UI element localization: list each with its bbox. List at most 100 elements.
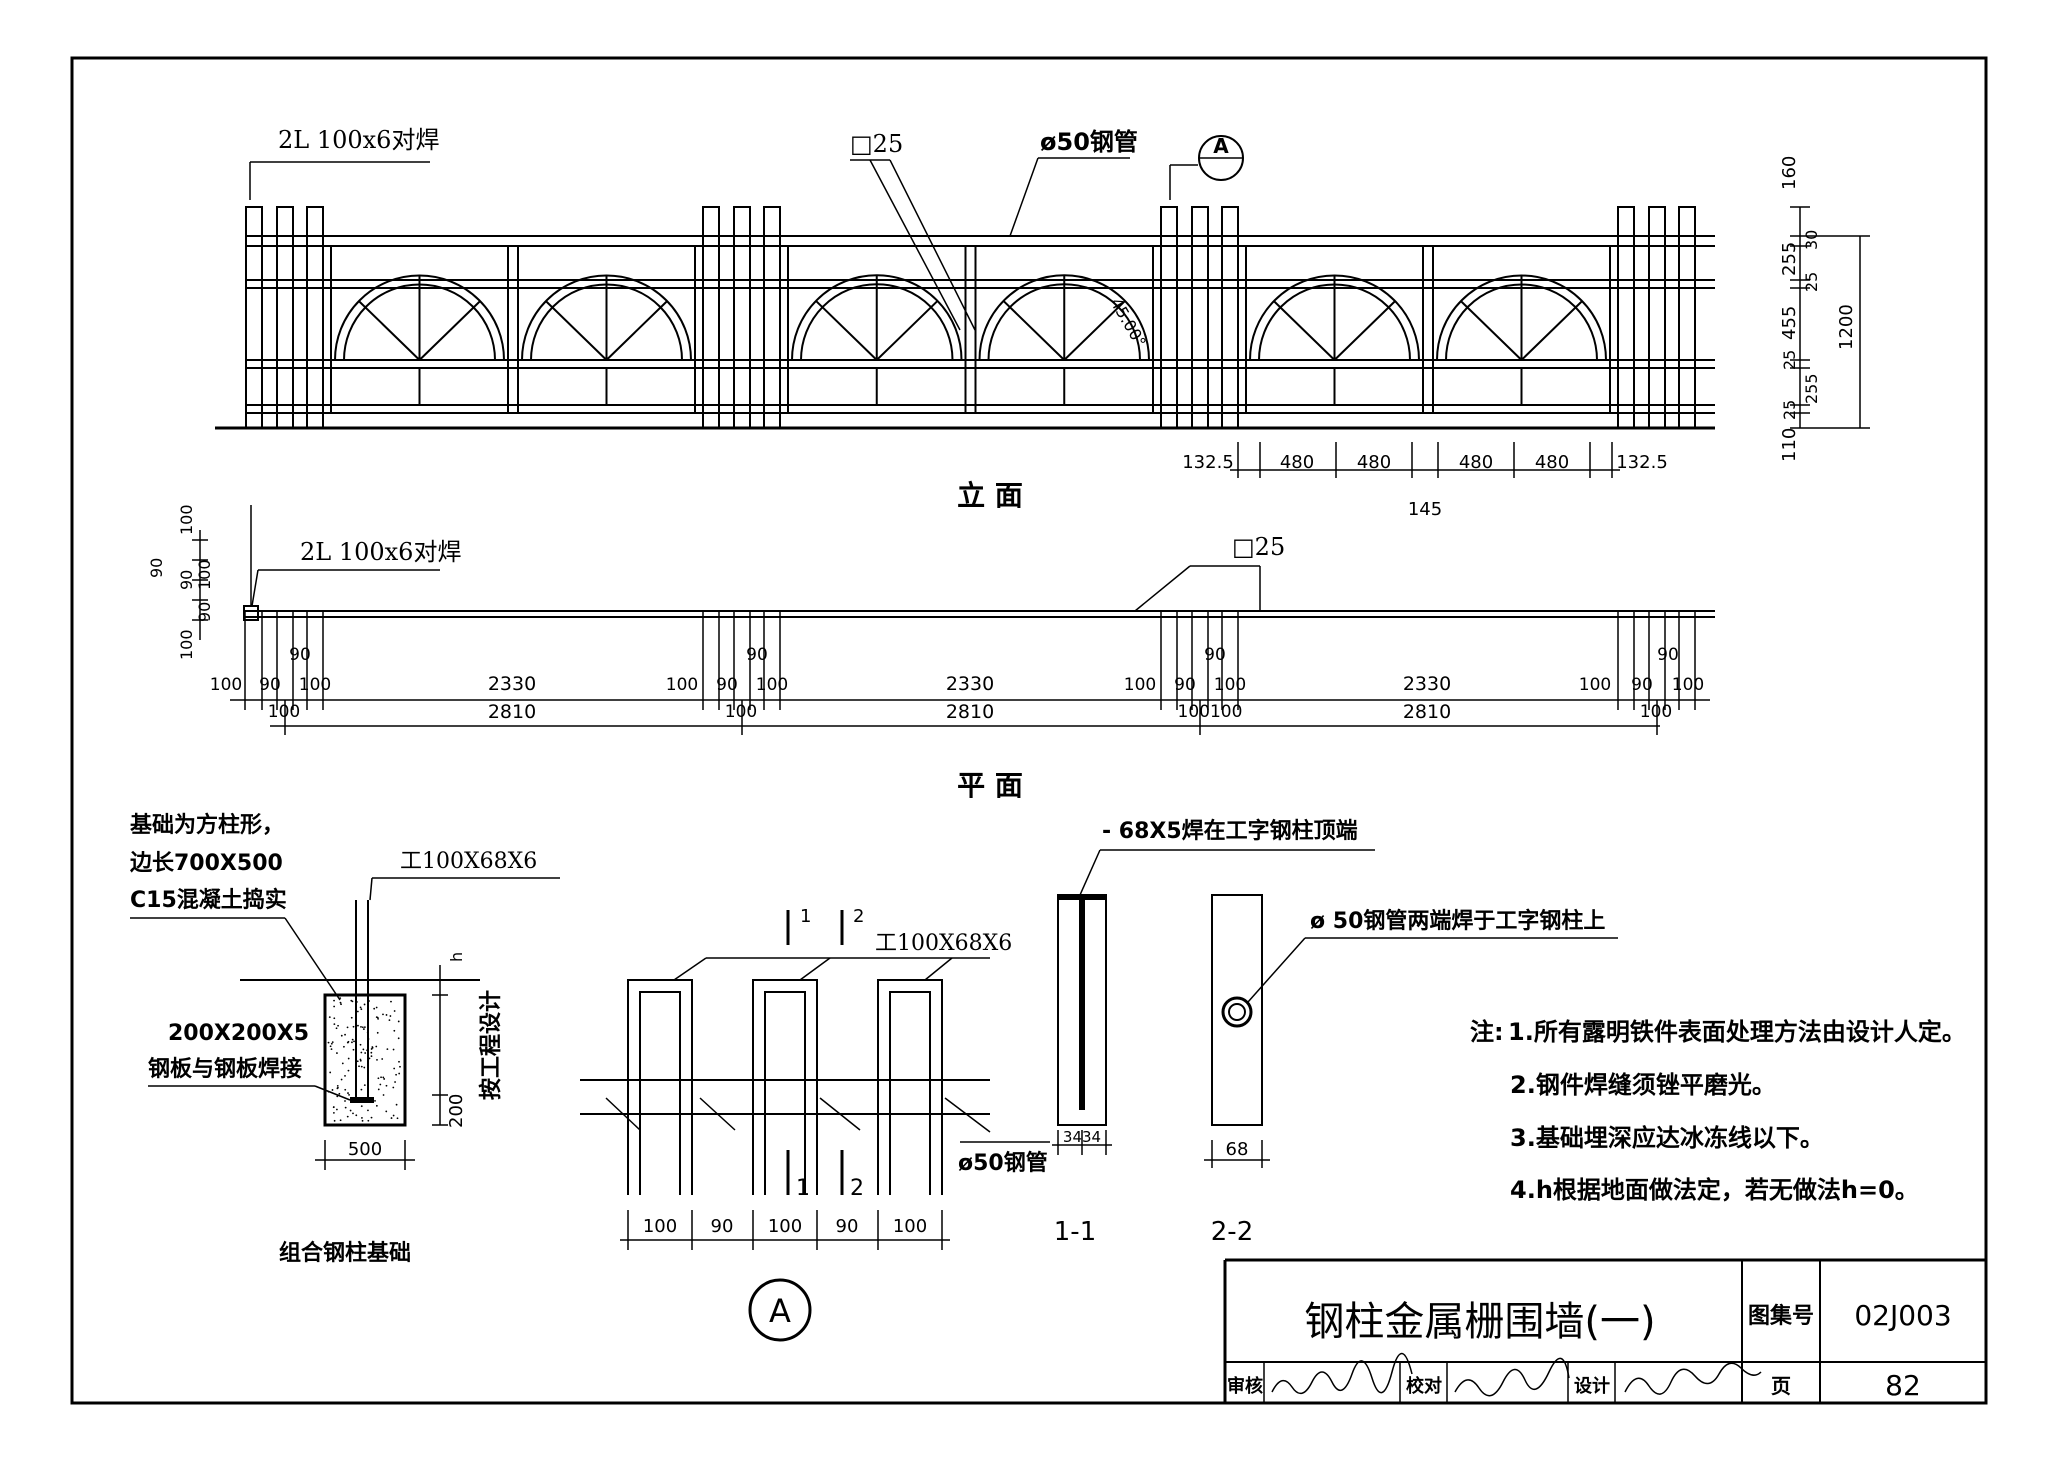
plan-caption: 平 面 [957, 769, 1023, 802]
foundation-caption: 组合钢柱基础 [279, 1240, 411, 1266]
svg-text:ø50钢管: ø50钢管 [958, 1150, 1048, 1176]
post-group-4 [1617, 206, 1696, 429]
svg-text:100: 100 [643, 1216, 677, 1237]
svg-text:90: 90 [746, 645, 768, 665]
svg-text:110: 110 [1779, 428, 1800, 462]
svg-text:100100: 100100 [1178, 702, 1243, 722]
svg-text:工100X68X6: 工100X68X6 [400, 849, 537, 874]
svg-text:100: 100 [893, 1216, 927, 1237]
elev-sq-label: □25 [850, 130, 903, 158]
svg-text:100: 100 [666, 675, 698, 695]
svg-text:100: 100 [725, 702, 757, 722]
post-group-1 [245, 206, 324, 429]
svg-text:2810: 2810 [1403, 701, 1451, 723]
svg-text:25: 25 [1780, 350, 1799, 370]
svg-text:100: 100 [195, 559, 214, 590]
svg-text:100: 100 [299, 675, 331, 695]
svg-text:2.钢件焊缝须锉平磨光。: 2.钢件焊缝须锉平磨光。 [1510, 1071, 1776, 1099]
svg-text:注:: 注: [1470, 1018, 1504, 1046]
post-group-2 [702, 206, 781, 429]
elev-pipe-label: ø50钢管 [1040, 128, 1138, 156]
svg-text:500: 500 [348, 1139, 382, 1160]
svg-text:100: 100 [177, 629, 196, 660]
plan-view: 2L 100x6对焊 □25 100 90 90 100 100 90 [147, 504, 1715, 802]
svg-text:1.所有露明铁件表面处理方法由设计人定。: 1.所有露明铁件表面处理方法由设计人定。 [1508, 1018, 1966, 1046]
svg-text:1200: 1200 [1836, 304, 1857, 350]
plan-dims: 100 90 100 90 100 2330 2810 100 90 100 9… [210, 610, 1710, 735]
svg-text:设计: 设计 [1574, 1375, 1610, 1397]
svg-text:3.基础埋深应达冰冻线以下。: 3.基础埋深应达冰冻线以下。 [1510, 1124, 1824, 1152]
signature-design [1624, 1362, 1762, 1395]
detail-a: 1 2 工100X68X6 1 2 ø50钢管 100 90 100 90 10… [580, 906, 1050, 1342]
plan-sq-label: □25 [1232, 533, 1285, 561]
svg-text:工100X68X6: 工100X68X6 [875, 931, 1012, 956]
plan-left-dims: 100 90 90 100 100 90 [147, 504, 214, 660]
svg-text:4.h根据地面做法定，若无做法h=0。: 4.h根据地面做法定，若无做法h=0。 [1510, 1176, 1919, 1204]
signature-review [1271, 1352, 1413, 1395]
bay-panels [330, 246, 1611, 413]
svg-text:255: 255 [1802, 373, 1821, 404]
svg-text:90: 90 [289, 645, 311, 665]
svg-text:100: 100 [268, 702, 300, 722]
svg-text:132.5: 132.5 [1616, 452, 1668, 473]
svg-text:2: 2 [850, 1176, 864, 1201]
svg-text:480: 480 [1280, 452, 1314, 473]
svg-text:2330: 2330 [1403, 673, 1451, 695]
svg-text:A: A [769, 1292, 791, 1330]
svg-text:480: 480 [1357, 452, 1391, 473]
svg-text:1: 1 [796, 1176, 810, 1201]
svg-text:90: 90 [711, 1216, 734, 1237]
svg-text:图集号: 图集号 [1748, 1303, 1814, 1329]
svg-text:90: 90 [836, 1216, 859, 1237]
svg-text:3434: 3434 [1063, 1128, 1101, 1146]
svg-text:C15混凝土捣实: C15混凝土捣实 [130, 887, 287, 913]
svg-text:02J003: 02J003 [1854, 1299, 1951, 1332]
foundation-detail: 基础为方柱形， 边长700X500 C15混凝土捣实 工100X68X6 200… [129, 812, 560, 1266]
svg-text:25: 25 [1780, 400, 1799, 420]
svg-text:100: 100 [1579, 675, 1611, 695]
svg-text:90: 90 [1631, 675, 1653, 695]
svg-text:82: 82 [1885, 1369, 1921, 1402]
svg-text:90: 90 [195, 602, 214, 622]
svg-text:90: 90 [1657, 645, 1679, 665]
svg-text:145: 145 [1408, 499, 1442, 520]
svg-text:480: 480 [1459, 452, 1493, 473]
svg-text:1: 1 [800, 906, 811, 927]
svg-text:钢板与钢板焊接: 钢板与钢板焊接 [148, 1056, 302, 1082]
svg-text:132.5: 132.5 [1182, 452, 1234, 473]
angle-label: 45.00° [1107, 295, 1150, 351]
svg-text:100: 100 [1640, 702, 1672, 722]
signature-check [1454, 1357, 1570, 1397]
svg-text:2330: 2330 [488, 673, 536, 695]
svg-text:审核: 审核 [1227, 1375, 1263, 1397]
drawing-title: 钢柱金属栅围墙(一) [1304, 1299, 1655, 1345]
svg-text:90: 90 [716, 675, 738, 695]
sheet-border [70, 56, 1988, 1405]
svg-text:页: 页 [1771, 1374, 1791, 1398]
svg-text:100: 100 [210, 675, 242, 695]
elev-angle-label: 2L 100x6对焊 [278, 126, 439, 154]
svg-text:200: 200 [446, 1094, 467, 1128]
plan-angle-label: 2L 100x6对焊 [300, 538, 461, 566]
svg-text:2810: 2810 [946, 701, 994, 723]
svg-text:2330: 2330 [946, 673, 994, 695]
elev-bottom-dims: 132.5 480 480 480 480 132.5 145 [1182, 442, 1668, 520]
svg-text:90: 90 [1204, 645, 1226, 665]
svg-text:h: h [447, 952, 466, 962]
elevation-caption: 立 面 [957, 479, 1023, 512]
section-1-1-caption: 1-1 [1054, 1217, 1096, 1247]
svg-text:90: 90 [1174, 675, 1196, 695]
svg-text:90: 90 [147, 558, 166, 578]
section-a-letter: A [1213, 134, 1229, 158]
detail-a-marker [748, 1278, 812, 1342]
svg-text:100: 100 [756, 675, 788, 695]
svg-text:边长700X500: 边长700X500 [129, 851, 283, 876]
svg-text:100: 100 [1672, 675, 1704, 695]
svg-text:160: 160 [1779, 156, 1800, 190]
section-2-2-caption: 2-2 [1211, 1217, 1253, 1247]
elev-right-dims: 160 30 255 25 455 25 255 25 110 1200 [1779, 156, 1870, 462]
svg-text:68: 68 [1226, 1139, 1249, 1160]
svg-text:校对: 校对 [1406, 1375, 1442, 1397]
svg-text:455: 455 [1779, 306, 1800, 340]
